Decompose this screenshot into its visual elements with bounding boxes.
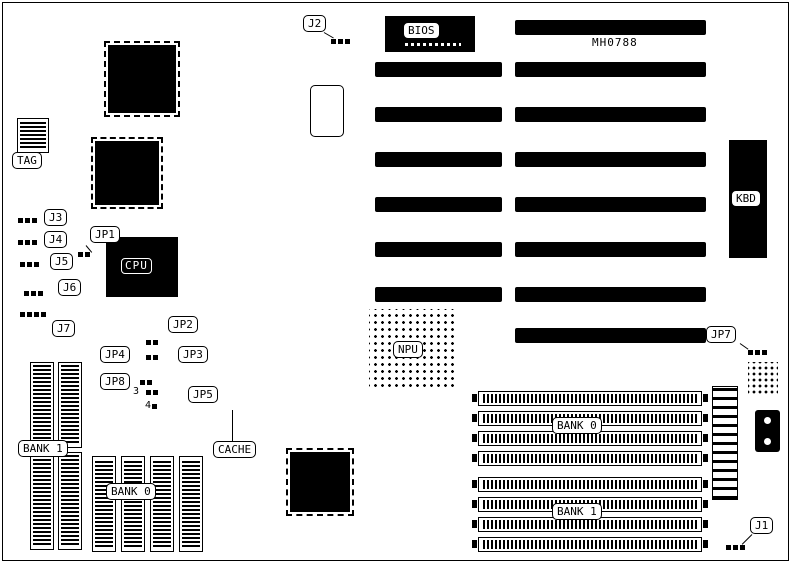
kbd-label: KBD — [731, 190, 761, 207]
cache-label: CACHE — [213, 441, 257, 458]
cpu-chip: CPU — [106, 237, 178, 297]
j4-jumper — [18, 240, 37, 245]
isa-slot — [375, 107, 502, 122]
kbd-chip: KBD — [729, 140, 767, 258]
simm-socket — [58, 362, 82, 448]
jp5-pin3-label: 3 — [133, 386, 140, 397]
j7-label: J7 — [52, 320, 76, 337]
jp5-jumper-b — [152, 404, 157, 409]
simm-socket — [30, 362, 54, 448]
tag-ram-chip — [17, 118, 49, 153]
simm-socket — [92, 456, 116, 552]
crystal-oscillator — [310, 85, 344, 137]
j3-jumper — [18, 218, 37, 223]
isa-slot — [375, 242, 502, 257]
j4-label: J4 — [44, 231, 68, 248]
bank0-left-label: BANK 0 — [106, 483, 156, 500]
cpu-label: CPU — [121, 258, 152, 274]
npu-label: NPU — [393, 341, 423, 358]
jp5-pin4-label: 4 — [145, 400, 152, 411]
isa-slot — [515, 197, 706, 212]
j6-label: J6 — [58, 279, 82, 296]
chip-u1 — [104, 41, 180, 117]
jp1-jumper — [78, 252, 90, 257]
jp3-label: JP3 — [178, 346, 208, 363]
pga-small-chip — [748, 362, 778, 394]
bank1-left-label: BANK 1 — [18, 440, 68, 457]
j6-jumper — [24, 291, 43, 296]
simm-socket — [121, 456, 145, 552]
j1-jumper — [726, 545, 745, 550]
cache-leader — [232, 410, 233, 442]
jp1-label: JP1 — [90, 226, 120, 243]
isa-slot — [515, 287, 706, 302]
jp5-label: JP5 — [188, 386, 218, 403]
jp5-jumper-a — [146, 390, 158, 395]
bios-pins — [405, 43, 461, 46]
simm-socket — [150, 456, 174, 552]
bank1-right-label: BANK 1 — [552, 503, 602, 520]
simm-slot — [472, 451, 708, 466]
simm-slot — [472, 391, 708, 406]
j2-jumper — [331, 39, 350, 44]
isa-slot — [515, 20, 706, 35]
j5-label: J5 — [50, 253, 74, 270]
jp8-jumper — [140, 380, 152, 385]
power-connector — [755, 410, 780, 452]
j2-label: J2 — [303, 15, 327, 32]
isa-slot — [515, 62, 706, 77]
j5-jumper — [20, 262, 39, 267]
simm-slot — [472, 477, 708, 492]
chip-u3 — [286, 448, 354, 516]
jp2-jumper — [146, 340, 158, 345]
chip-u2 — [91, 137, 163, 209]
j3-label: J3 — [44, 209, 68, 226]
bank0-right-label: BANK 0 — [552, 417, 602, 434]
jp2-label: JP2 — [168, 316, 198, 333]
j1-label: J1 — [750, 517, 774, 534]
simm-slot — [472, 537, 708, 552]
j7-jumper — [20, 312, 46, 317]
isa-slot — [375, 62, 502, 77]
isa-slot — [515, 242, 706, 257]
bios-label: BIOS — [403, 22, 440, 39]
isa-slot — [515, 107, 706, 122]
sip-component — [712, 386, 738, 500]
npu-chip: NPU — [369, 309, 455, 391]
simm-socket — [58, 452, 82, 550]
jp8-label: JP8 — [100, 373, 130, 390]
isa-slot — [375, 287, 502, 302]
jp7-label: JP7 — [706, 326, 736, 343]
isa-slot — [515, 328, 706, 343]
simm-socket — [30, 452, 54, 550]
bios-chip: BIOS — [385, 16, 475, 52]
isa-slot — [375, 197, 502, 212]
simm-socket — [179, 456, 203, 552]
jp7-jumper — [748, 350, 767, 355]
jp4-label: JP4 — [100, 346, 130, 363]
board-model: MH0788 — [592, 36, 638, 49]
tag-label: TAG — [12, 152, 42, 169]
isa-slot — [515, 152, 706, 167]
isa-slot — [375, 152, 502, 167]
jp3-jp4-jumper — [146, 355, 158, 360]
